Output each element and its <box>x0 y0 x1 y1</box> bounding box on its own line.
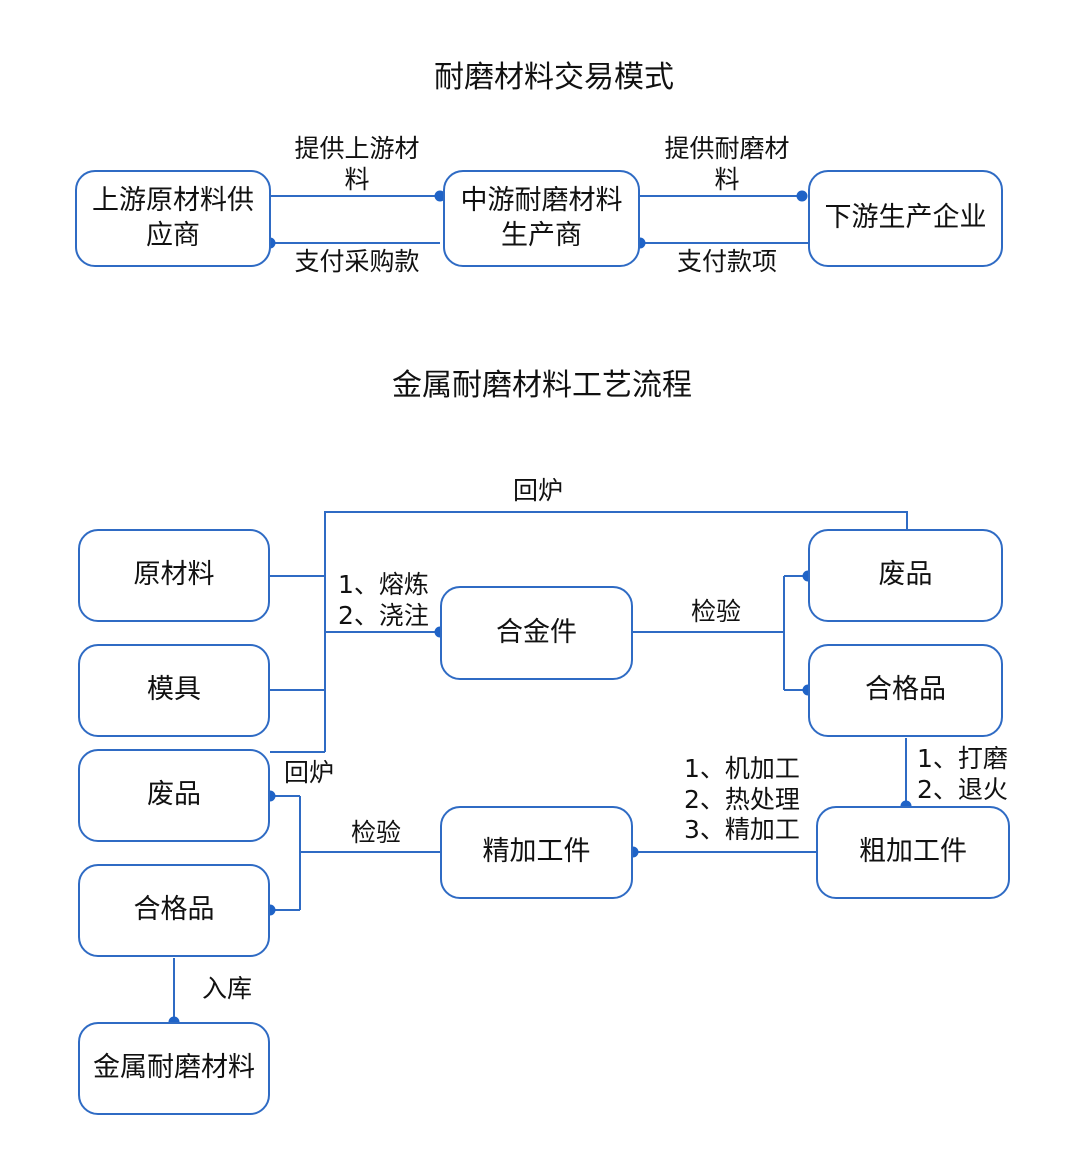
melt-cast-line-1: 1、熔炼 <box>338 570 429 599</box>
grind-anneal-line-2: 2、退火 <box>917 774 1008 804</box>
edge-label-supply-upstream: 提供上游材料 <box>294 134 420 194</box>
node-raw-material-label: 原材料 <box>133 559 215 591</box>
edge-label-inspect-finish: 检验 <box>350 818 402 847</box>
node-qualified-bottom[interactable]: 合格品 <box>78 864 270 957</box>
node-qualified-bottom-label: 合格品 <box>133 894 215 926</box>
machining-line-2: 2、热处理 <box>684 784 800 814</box>
node-final-product[interactable]: 金属耐磨材料 <box>78 1022 270 1115</box>
node-mold[interactable]: 模具 <box>78 644 270 737</box>
edge-label-remelt-top: 回炉 <box>512 476 564 505</box>
grind-anneal-line-1: 1、打磨 <box>917 744 1008 773</box>
node-rough-part-label: 粗加工件 <box>859 836 967 868</box>
dot-midstream-in <box>434 190 446 202</box>
node-rough-part[interactable]: 粗加工件 <box>816 806 1010 899</box>
edge-label-storage: 入库 <box>202 974 253 1003</box>
edge-label-pay-money: 支付款项 <box>676 247 778 276</box>
node-downstream-enterprise-label: 下游生产企业 <box>824 202 987 234</box>
edge-label-supply-wear: 提供耐磨材料 <box>664 134 790 194</box>
node-upstream-supplier[interactable]: 上游原材料供应商 <box>75 170 271 267</box>
node-alloy-part-label: 合金件 <box>496 616 577 648</box>
node-raw-material[interactable]: 原材料 <box>78 529 270 622</box>
node-downstream-enterprise[interactable]: 下游生产企业 <box>808 170 1003 267</box>
node-alloy-part[interactable]: 合金件 <box>440 586 633 680</box>
dot-downstream-in <box>796 190 808 202</box>
trade-title: 耐磨材料交易模式 <box>434 60 674 95</box>
process-title: 金属耐磨材料工艺流程 <box>392 368 692 403</box>
node-mold-label: 模具 <box>147 674 201 706</box>
node-qualified-top-label: 合格品 <box>865 674 946 706</box>
machining-line-1: 1、机加工 <box>684 754 800 783</box>
node-scrap-bottom-label: 废品 <box>147 779 201 811</box>
node-scrap-top-label: 废品 <box>878 559 933 591</box>
node-upstream-supplier-label: 上游原材料供应商 <box>92 184 254 251</box>
node-scrap-bottom[interactable]: 废品 <box>78 749 270 842</box>
node-scrap-top[interactable]: 废品 <box>808 529 1003 622</box>
node-finish-part[interactable]: 精加工件 <box>440 806 633 899</box>
node-finish-part-label: 精加工件 <box>482 836 591 868</box>
machining-line-3: 3、精加工 <box>684 815 800 844</box>
edge-label-remelt-bottom: 回炉 <box>284 758 335 787</box>
melt-cast-line-2: 2、浇注 <box>338 600 429 630</box>
edge-label-machining: 1、机加工 2、热处理 3、精加工 <box>684 754 800 846</box>
node-midstream-producer[interactable]: 中游耐磨材料生产商 <box>443 170 640 267</box>
edge-label-melt-cast: 1、熔炼 2、浇注 <box>338 570 429 631</box>
node-midstream-producer-label: 中游耐磨材料生产商 <box>460 184 623 251</box>
edge-label-pay-purchase: 支付采购款 <box>294 247 420 276</box>
node-qualified-top[interactable]: 合格品 <box>808 644 1003 737</box>
edge-label-grind-anneal: 1、打磨 2、退火 <box>917 744 1008 805</box>
edge-label-inspect-alloy: 检验 <box>690 597 742 626</box>
node-final-product-label: 金属耐磨材料 <box>93 1052 255 1084</box>
